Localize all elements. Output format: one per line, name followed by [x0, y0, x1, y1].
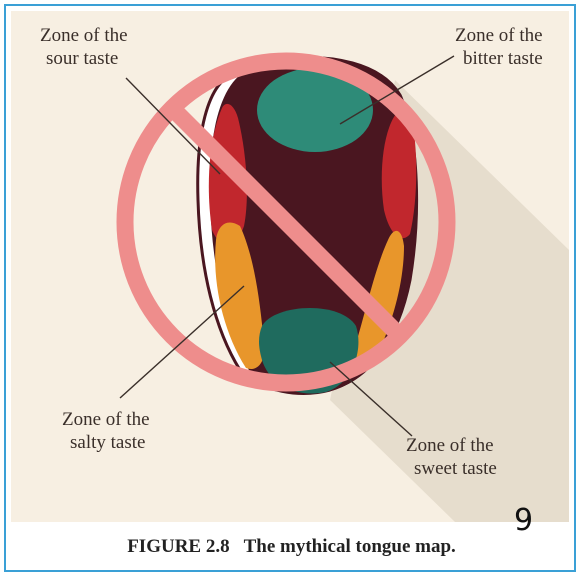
sour-label-line2: sour taste	[40, 47, 128, 70]
bitter-label-line1: Zone of the	[455, 24, 543, 47]
sour-label-line1: Zone of the	[40, 24, 128, 47]
sweet-label-line2: sweet taste	[406, 457, 497, 480]
bitter-label-line2: bitter taste	[455, 47, 543, 70]
sweet-zone-label: Zone of the sweet taste	[406, 434, 497, 480]
salty-zone-label: Zone of the salty taste	[62, 408, 150, 454]
figure-caption: FIGURE 2.8 The mythical tongue map.	[0, 536, 583, 558]
figure-number: FIGURE 2.8	[127, 536, 229, 557]
salty-label-line2: salty taste	[62, 431, 150, 454]
bitter-zone-label: Zone of the bitter taste	[455, 24, 543, 70]
sweet-label-line1: Zone of the	[406, 434, 497, 457]
figure-caption-text: The mythical tongue map.	[244, 536, 456, 557]
page-number: 9	[514, 503, 533, 538]
salty-label-line1: Zone of the	[62, 408, 150, 431]
sour-zone-label: Zone of the sour taste	[40, 24, 128, 70]
